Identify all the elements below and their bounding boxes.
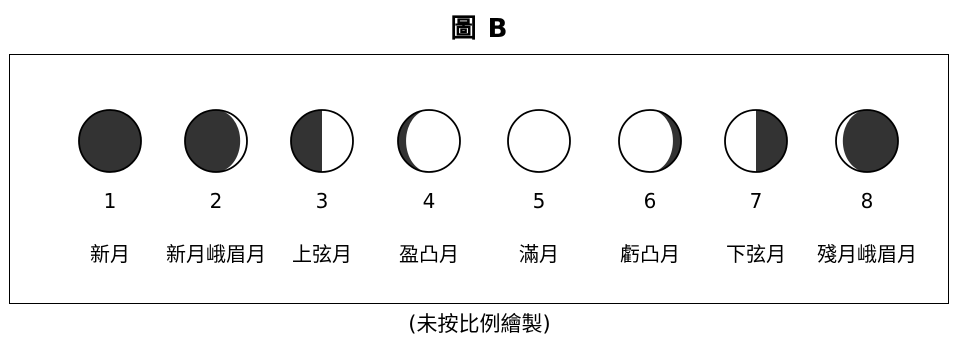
waning-crescent-moon-icon [835, 109, 899, 173]
phase-name: 殘月峨眉月 [817, 242, 917, 266]
waning-gibbous-moon-icon [618, 109, 682, 173]
phase-number: 1 [103, 189, 117, 213]
phase-name: 上弦月 [292, 242, 352, 266]
new-moon-icon [78, 109, 142, 173]
phase-name: 盈凸月 [399, 242, 459, 266]
phase-name: 新月峨眉月 [166, 242, 266, 266]
phase-name: 新月 [90, 242, 130, 266]
phase-name: 虧凸月 [620, 242, 680, 266]
last-quarter-moon-icon [724, 109, 788, 173]
waxing-gibbous-moon-icon [397, 109, 461, 173]
first-quarter-moon-icon [290, 109, 354, 173]
phase-number: 6 [643, 189, 657, 213]
phase-number: 4 [422, 189, 436, 213]
phase-number: 2 [209, 189, 223, 213]
phase-name: 滿月 [519, 242, 559, 266]
phase-name: 下弦月 [726, 242, 786, 266]
figure-title: 圖 B [450, 14, 509, 44]
phase-number: 8 [860, 189, 874, 213]
scale-note: (未按比例繪製) [408, 312, 551, 336]
full-moon-icon [507, 109, 571, 173]
moon-phases-frame: 1 新月 2 新月峨眉月 3 上弦月 4 盈凸月 5 滿月 6 虧凸月 7 下弦… [9, 54, 949, 304]
phase-number: 5 [532, 189, 546, 213]
phase-number: 3 [315, 189, 329, 213]
phase-number: 7 [749, 189, 763, 213]
waxing-crescent-moon-icon [184, 109, 248, 173]
